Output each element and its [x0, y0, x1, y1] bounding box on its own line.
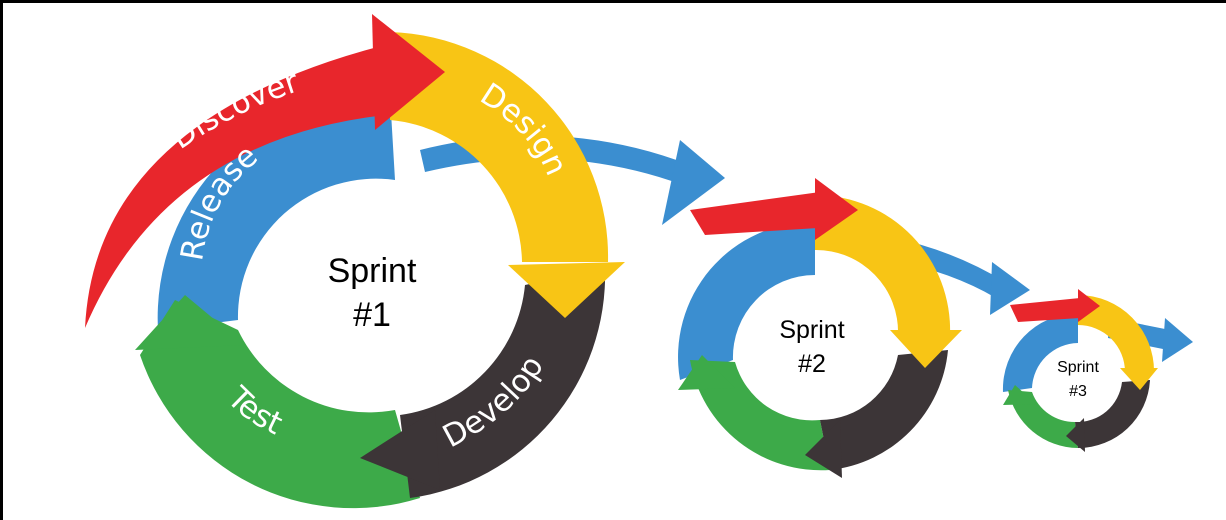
release-arc — [157, 94, 395, 330]
test-arrowhead — [135, 295, 245, 350]
sprint-1-ring — [85, 14, 625, 509]
flow-arrowhead-1 — [662, 140, 725, 225]
release-arc-2 — [678, 221, 815, 380]
sprint-1-line1: Sprint — [328, 252, 417, 290]
sprint-3-line2: #3 — [1069, 383, 1087, 400]
develop-arrowhead-3 — [1066, 418, 1085, 452]
develop-arc-2 — [820, 350, 948, 470]
discover-arrowhead — [372, 14, 445, 130]
test-arc-3 — [1008, 390, 1078, 448]
design-arc-2 — [815, 194, 951, 335]
release-arc-3 — [1002, 313, 1078, 392]
discover-arrowhead-3 — [1078, 289, 1100, 322]
sprint-2-ring — [678, 178, 962, 478]
sprint-2-line2: #2 — [798, 350, 826, 378]
flow-arrowhead-2 — [990, 262, 1030, 315]
sprint-1-line2: #1 — [353, 296, 391, 334]
design-arrowhead — [508, 262, 625, 318]
test-arrowhead-2 — [678, 355, 735, 390]
design-arc — [390, 32, 609, 262]
flow-arrowhead-3 — [1162, 318, 1193, 362]
develop-arrowhead — [360, 410, 440, 490]
discover-arrowhead-2 — [815, 178, 858, 240]
develop-arc — [400, 268, 606, 498]
develop-arc-3 — [1075, 380, 1150, 449]
develop-arrowhead-2 — [805, 420, 842, 478]
discover-arc-2 — [690, 192, 820, 235]
discover-arc — [85, 45, 385, 328]
sprint-3-ring — [1002, 289, 1158, 452]
design-arrowhead-3 — [1120, 368, 1158, 390]
design-arrowhead-2 — [890, 330, 962, 368]
design-arc-3 — [1078, 295, 1155, 372]
sprint-3-line1: Sprint — [1057, 359, 1099, 376]
test-arc — [140, 300, 420, 509]
discover-arc-3 — [1010, 298, 1080, 322]
sprint-2-line1: Sprint — [779, 316, 844, 344]
test-arrowhead-3 — [1003, 385, 1036, 405]
